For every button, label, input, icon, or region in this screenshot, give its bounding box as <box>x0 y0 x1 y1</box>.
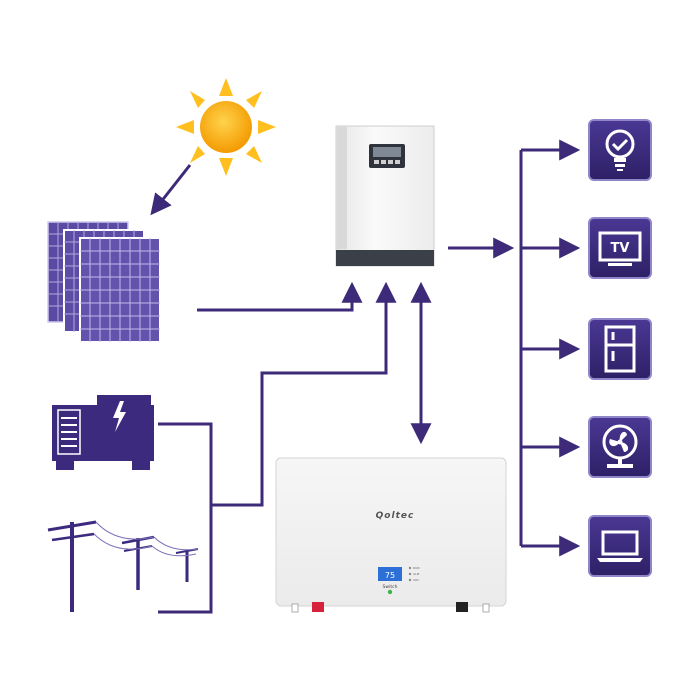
sun-icon <box>176 78 276 176</box>
negative-terminal-icon <box>456 602 468 612</box>
bus-to-inverter-line <box>211 281 397 507</box>
battery-switch-label: Switch <box>383 584 398 590</box>
devices-column: TV <box>588 119 652 577</box>
tv-label: TV <box>611 241 630 256</box>
fan-icon <box>602 424 638 468</box>
battery-display-value: 75 <box>385 571 395 580</box>
inverter-unit <box>335 125 435 267</box>
battery-unit: Qoltec 75 Switch RUN ALM SOC <box>275 457 507 613</box>
solar-to-inverter-line <box>197 281 363 312</box>
solar-panel-front <box>79 237 161 343</box>
device-light-bulb <box>588 119 652 181</box>
battery-display: 75 Switch <box>378 567 402 595</box>
generator-icon <box>52 395 154 470</box>
positive-terminal-icon <box>312 602 324 612</box>
light-bulb-icon <box>605 129 635 171</box>
brand-logo: Qoltec <box>376 511 415 521</box>
device-tile <box>588 416 652 478</box>
solar-panels-icon <box>47 221 161 343</box>
inverter-base <box>336 250 434 266</box>
battery-status-leds: RUN ALM SOC <box>408 566 420 582</box>
power-led-icon <box>387 589 393 595</box>
sun-disc <box>200 101 252 153</box>
device-refrigerator <box>588 318 652 380</box>
laptop-icon <box>597 530 643 562</box>
inverter-display-icon <box>369 144 405 168</box>
status-line-2: ALM <box>413 572 420 576</box>
refrigerator-icon <box>604 325 636 373</box>
battery-terminals <box>291 602 490 613</box>
generator-grid-bus-line <box>158 422 213 614</box>
status-line-1: RUN <box>413 566 420 570</box>
status-line-3: SOC <box>413 578 419 582</box>
device-fan <box>588 416 652 478</box>
device-tv: TV <box>588 217 652 279</box>
sun-to-panel-arrow <box>150 164 192 216</box>
device-tile <box>588 119 652 181</box>
lightning-icon <box>113 401 126 432</box>
device-laptop <box>588 515 652 577</box>
device-tile <box>588 515 652 577</box>
sun-rays <box>176 78 276 176</box>
power-poles-icon <box>47 520 199 612</box>
tv-icon: TV <box>598 231 642 266</box>
